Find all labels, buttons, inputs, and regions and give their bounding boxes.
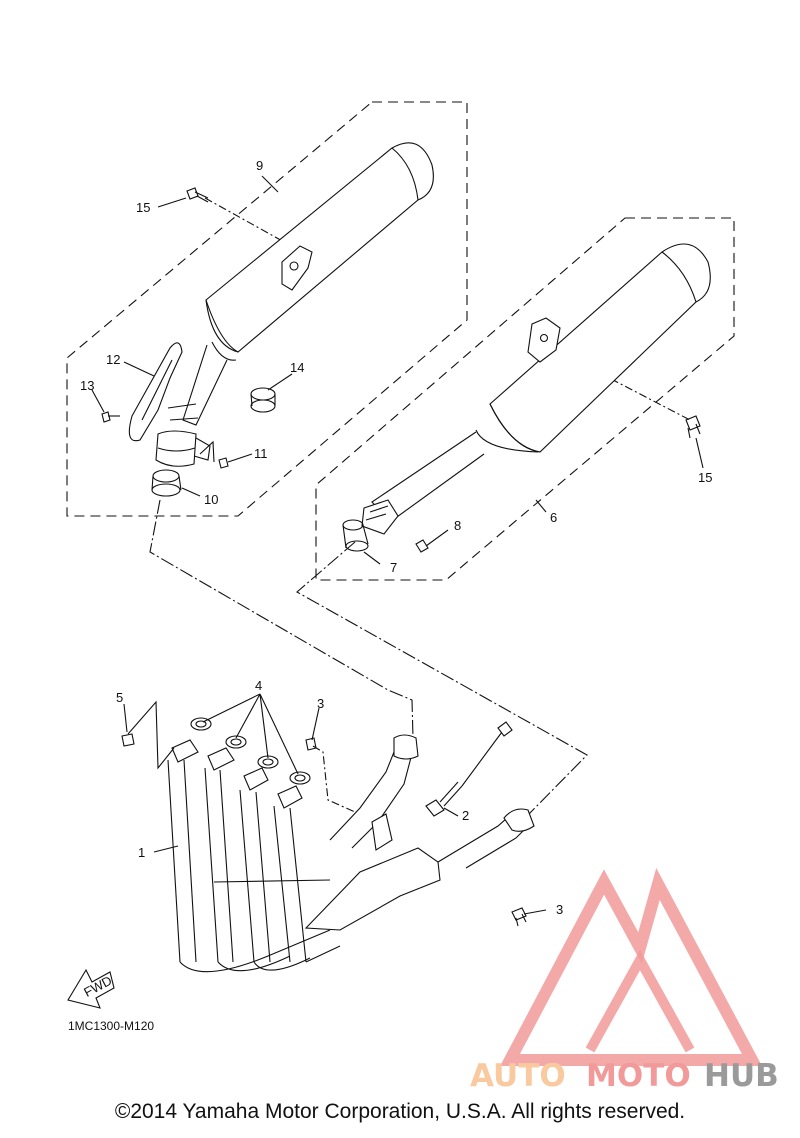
- oxygen-sensor: [425, 721, 513, 817]
- bolt-15-left: [186, 187, 209, 203]
- exhaust-clamp-right: [361, 499, 399, 535]
- callout-7: 7: [390, 560, 397, 575]
- bolt-13: [101, 411, 120, 423]
- bolt-11: [218, 457, 229, 469]
- bolt-3-upper: [305, 737, 317, 751]
- band-clamp: [250, 387, 276, 413]
- callout-15-right: 15: [698, 470, 712, 485]
- left-muffler-group-border: [66, 101, 468, 517]
- gasket-right: [342, 519, 369, 552]
- automotohub-logo: AUTO MOTO HUB: [470, 868, 779, 1094]
- logo-text-auto: AUTO: [470, 1058, 566, 1094]
- callout-10: 10: [204, 492, 218, 507]
- callout-6: 6: [550, 510, 557, 525]
- callout-4: 4: [255, 678, 262, 693]
- exhaust-clamp-left: [155, 430, 211, 467]
- connection-line-left: [149, 499, 414, 739]
- muffler-right: [371, 243, 711, 523]
- callout-5: 5: [116, 690, 123, 705]
- callout-8: 8: [454, 518, 461, 533]
- callout-12: 12: [106, 352, 120, 367]
- leader-lines: [91, 175, 704, 915]
- callout-3-upper: 3: [317, 696, 324, 711]
- callout-15-left: 15: [136, 200, 150, 215]
- nut-leader-zigzag: [127, 700, 175, 770]
- callout-2: 2: [462, 808, 469, 823]
- heat-shield-bracket: [128, 342, 183, 442]
- connection-line-right: [296, 541, 588, 816]
- callout-9: 9: [256, 158, 263, 173]
- nut-5: [121, 733, 135, 747]
- gasket-left: [151, 469, 182, 497]
- fwd-arrow-icon: [67, 968, 115, 1009]
- gaskets-4: [190, 717, 311, 785]
- exhaust-pipe-assembly: [167, 734, 535, 973]
- callout-1: 1: [138, 845, 145, 860]
- bolt-15-right: [685, 415, 701, 439]
- clamp-leader-zigzag: [199, 440, 215, 463]
- connection-line-bolt3: [312, 745, 356, 813]
- copyright-notice: ©2014 Yamaha Motor Corporation, U.S.A. A…: [114, 1100, 686, 1123]
- muffler-left: [167, 142, 434, 426]
- exhaust-parts-diagram: 1 2 3 3 4 5 6 7 8 9 10 11 12 13 14 15 15…: [66, 101, 779, 1094]
- bolt-3-lower: [511, 907, 527, 927]
- callout-13: 13: [80, 378, 94, 393]
- callout-11: 11: [254, 446, 268, 461]
- logo-text-hub: HUB: [704, 1058, 779, 1094]
- diagram-code: 1MC1300-M120: [68, 1019, 154, 1033]
- logo-text-moto: MOTO: [586, 1058, 691, 1094]
- callout-3-lower: 3: [556, 902, 563, 917]
- callout-14: 14: [290, 360, 304, 375]
- bolt-8: [415, 539, 429, 553]
